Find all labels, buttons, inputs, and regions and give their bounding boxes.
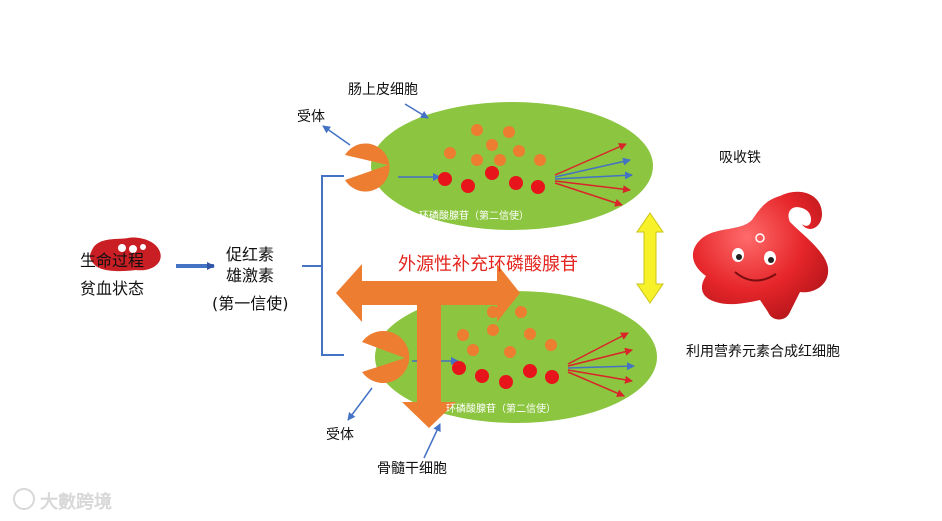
mascot-magnifier-icon [755,233,765,243]
orange-dot [494,154,506,166]
top-cell-title: 肠上皮细胞 [348,82,418,98]
top-receptor-pointer [322,125,351,146]
bottom-cell-pointer [423,423,441,459]
bottom-receptor-pointer [347,387,373,421]
top-fan-arrows [554,143,633,207]
top-cell-pointer [404,103,429,119]
top-receptor-icon [345,143,390,192]
orange-dot [513,145,525,157]
red-dot [499,375,513,389]
fan-arrow-blue [554,171,633,180]
orange-dot [515,306,527,318]
orange-dot [534,154,546,166]
bottom-cell-orange-dots [457,306,557,358]
external-double-arrow [336,264,520,322]
watermark-logo-icon [13,488,35,510]
red-dot [545,370,559,384]
bracket [302,175,344,356]
left-label-line2: 贫血状态 [80,279,145,298]
mascot-pupil-left [736,254,742,260]
orange-dot [471,124,483,136]
fan-arrow-red [567,371,625,397]
watermark-text: 大數跨境 [40,492,112,513]
fan-arrow-red [567,369,633,384]
fan-arrow-blue [554,157,631,178]
orange-dot [487,324,499,336]
orange-dot [486,139,498,151]
red-dot [523,364,537,378]
fan-arrow-red [554,182,623,207]
external-down-arrow [402,305,456,428]
right-top-label: 吸收铁 [719,150,761,166]
red-dot [485,166,499,180]
mascot-smile [734,271,777,282]
top-cell-orange-dots [444,124,546,166]
hormone-line1: 促红素 [226,245,275,264]
fan-arrow-red [567,332,629,365]
fan-arrow-blue [567,362,635,371]
bottom-cell-inner-label: 环磷酸腺苷（第二信使） [446,404,556,415]
red-dot [531,180,545,194]
orange-dot [503,126,515,138]
right-bottom-label: 利用营养元素合成红细胞 [686,344,840,360]
fan-arrow-red [567,347,633,367]
top-cell-inner-label: 环磷酸腺苷（第二信使） [419,211,529,222]
orange-dot [487,306,499,318]
hormone-line3: (第一信使) [212,294,289,313]
orange-dot [444,147,456,159]
bottom-cell-title: 骨髓干细胞 [377,461,447,477]
bottom-receptor-icon [362,331,410,383]
top-cell-red-dots [438,166,545,194]
red-dot [509,176,523,190]
bottom-receptor-label: 受体 [326,427,354,443]
fan-arrow-red [554,143,627,176]
blob-dot [129,245,137,253]
blood-drop-mascot [692,191,829,320]
red-dot [475,369,489,383]
blob-dot [140,244,146,250]
red-dot [461,179,475,193]
mascot-body [692,191,829,320]
top-cell-ellipse [371,102,653,230]
orange-dot [467,344,479,356]
left-label-line1: 生命过程 [80,251,145,270]
top-receptor-label: 受体 [297,109,325,125]
orange-dot [524,328,536,340]
yellow-double-arrow [636,212,664,304]
hormone-line2: 雄激素 [226,266,275,285]
orange-dot [545,339,557,351]
fan-arrow-red [554,180,631,194]
bottom-fan-arrows [567,332,635,397]
mascot-pupil-right [768,257,774,263]
red-dot [452,361,466,375]
bottom-cell-red-dots [452,361,559,389]
orange-dot [471,154,483,166]
orange-dot [457,329,469,341]
red-dot [438,172,452,186]
blob-dot [118,244,126,252]
bottom-cell-ellipse [375,291,657,423]
external-supplement-label: 外源性补充环磷酸腺苷 [398,254,578,275]
orange-dot [504,346,516,358]
